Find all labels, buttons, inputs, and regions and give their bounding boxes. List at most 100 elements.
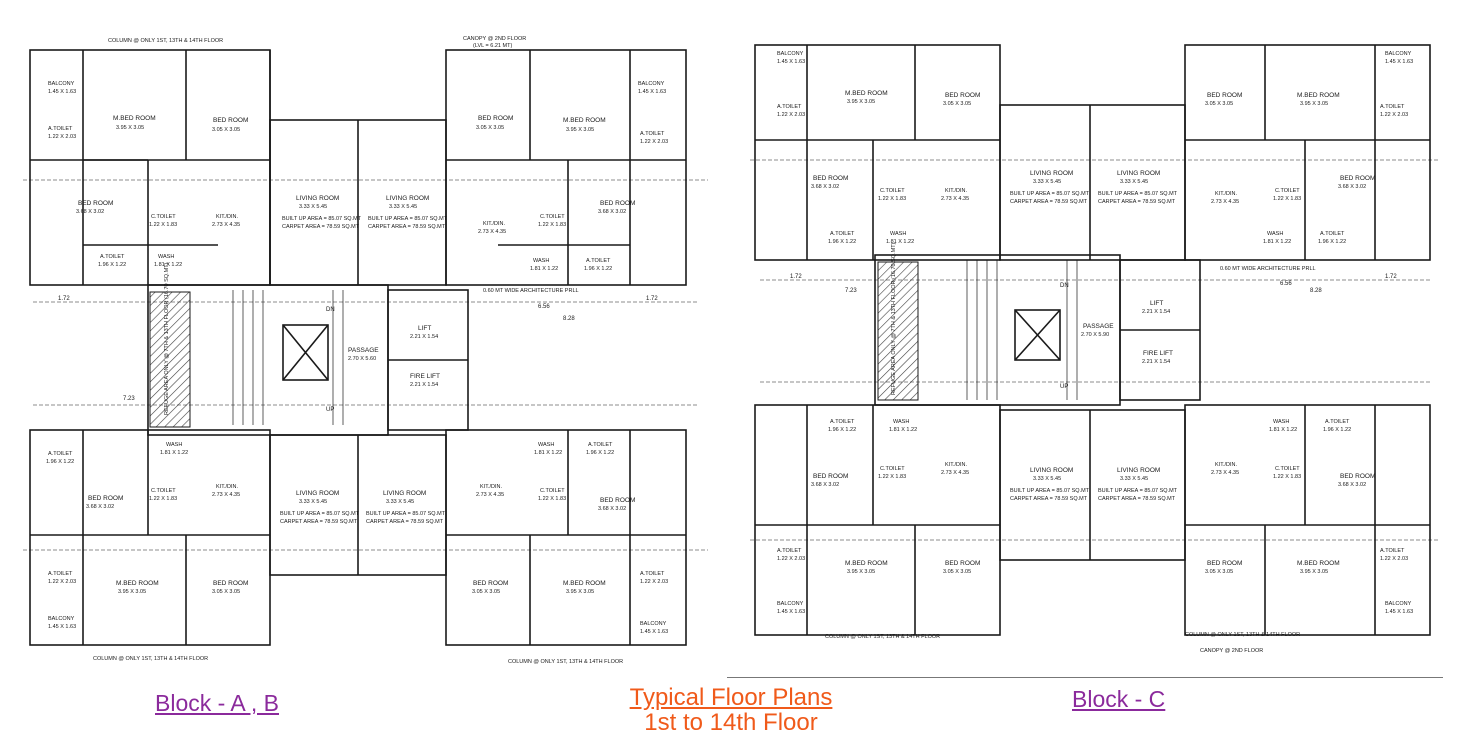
room-label: LIVING ROOM: [1030, 467, 1073, 474]
room-label: A.TOILET: [640, 131, 665, 137]
dim-172: 1.72: [790, 274, 802, 280]
room-size: 3.68 X 3.02: [86, 504, 114, 510]
floor-plan-block-c-drawing: BALCONY 1.45 X 1.63 M.BED ROOM 3.95 X 3.…: [750, 44, 1440, 654]
room-size: 1.45 X 1.63: [1385, 609, 1413, 615]
room-label: LIVING ROOM: [1117, 467, 1160, 474]
room-label: BED ROOM: [600, 497, 635, 504]
room-label: C.TOILET: [880, 188, 905, 194]
room-label: PASSAGE: [348, 347, 379, 354]
dim-172-right: 1.72: [1385, 274, 1397, 280]
room-label: M.BED ROOM: [563, 117, 606, 124]
room-label: M.BED ROOM: [116, 580, 159, 587]
room-label: LIFT: [1150, 300, 1163, 307]
dim-828: 8.28: [1310, 288, 1322, 294]
dim-656: 6.56: [538, 304, 550, 310]
canopy-note: CANOPY @ 2ND FLOOR: [463, 36, 526, 42]
room-label: LIVING ROOM: [1030, 170, 1073, 177]
room-size: 1.22 X 2.03: [48, 134, 76, 140]
room-size: 1.22 X 2.03: [777, 112, 805, 118]
room-size: 3.33 X 5.45: [1033, 476, 1061, 482]
room-label: C.TOILET: [151, 214, 176, 220]
room-size: 1.45 X 1.63: [640, 629, 668, 635]
room-size: 1.22 X 1.83: [878, 474, 906, 480]
room-size: 3.05 X 3.05: [212, 589, 240, 595]
room-label: WASH: [890, 231, 906, 237]
room-label: A.TOILET: [588, 442, 613, 448]
room-label: A.TOILET: [48, 451, 73, 457]
room-size: 1.22 X 1.83: [1273, 474, 1301, 480]
room-size: 1.22 X 2.03: [1380, 556, 1408, 562]
block-ab-link[interactable]: Block - A , B: [155, 690, 279, 716]
room-label: M.BED ROOM: [1297, 560, 1340, 567]
room-size: 1.81 X 1.22: [889, 427, 917, 433]
room-label: KIT./DIN.: [480, 484, 502, 490]
room-size: 3.05 X 3.05: [943, 101, 971, 107]
dim-172-right: 1.72: [646, 296, 658, 302]
room-label: WASH: [538, 442, 554, 448]
room-size: 2.21 X 1.54: [1142, 309, 1170, 315]
room-size: 1.22 X 2.03: [1380, 112, 1408, 118]
area-builtup: BUILT UP AREA = 85.07 SQ.MT: [1098, 488, 1178, 494]
room-label: WASH: [1273, 419, 1289, 425]
room-size: 1.22 X 2.03: [777, 556, 805, 562]
prll-note: 0.60 MT WIDE ARCHITECTURE PRLL: [1220, 266, 1316, 272]
room-label: BALCONY: [777, 51, 804, 57]
room-label: WASH: [158, 254, 174, 260]
area-builtup: BUILT UP AREA = 85.07 SQ.MT: [280, 511, 360, 517]
room-label: KIT./DIN.: [216, 214, 238, 220]
divider-line: [727, 677, 1443, 678]
room-label: M.BED ROOM: [845, 560, 888, 567]
room-label: BED ROOM: [88, 495, 123, 502]
room-size: 1.22 X 2.03: [640, 579, 668, 585]
room-size: 1.81 X 1.22: [530, 266, 558, 272]
room-size: 3.68 X 3.02: [598, 209, 626, 215]
room-size: 1.96 X 1.22: [1318, 239, 1346, 245]
room-label: BED ROOM: [1340, 175, 1375, 182]
room-size: 2.73 X 4.35: [476, 492, 504, 498]
room-label: M.BED ROOM: [845, 90, 888, 97]
room-label: C.TOILET: [880, 466, 905, 472]
room-label: BALCONY: [48, 616, 75, 622]
room-label: BED ROOM: [473, 580, 508, 587]
room-label: BED ROOM: [78, 200, 113, 207]
room-label: A.TOILET: [48, 126, 73, 132]
room-label: A.TOILET: [830, 419, 855, 425]
room-label: WASH: [1267, 231, 1283, 237]
room-size: 2.70 X 5.60: [348, 356, 376, 362]
room-size: 2.21 X 1.54: [410, 334, 438, 340]
room-label: PASSAGE: [1083, 323, 1114, 330]
room-label: BED ROOM: [478, 115, 513, 122]
floor-plan-block-c: BALCONY 1.45 X 1.63 M.BED ROOM 3.95 X 3.…: [745, 30, 1445, 670]
prll-note: 0.60 MT WIDE ARCHITECTURE PRLL: [483, 288, 579, 294]
area-builtup: BUILT UP AREA = 85.07 SQ.MT: [282, 216, 362, 222]
room-size: 3.33 X 5.45: [299, 499, 327, 505]
room-label: BED ROOM: [213, 117, 248, 124]
room-size: 3.68 X 3.02: [598, 506, 626, 512]
room-size: 1.22 X 2.03: [640, 139, 668, 145]
room-label: BED ROOM: [1207, 92, 1242, 99]
room-size: 3.68 X 3.02: [811, 482, 839, 488]
room-size: 2.73 X 4.35: [941, 470, 969, 476]
room-size: 1.45 X 1.63: [48, 89, 76, 95]
block-c-link[interactable]: Block - C: [1072, 686, 1166, 712]
room-label: FIRE LIFT: [410, 373, 440, 380]
room-label: BALCONY: [777, 601, 804, 607]
room-label: WASH: [166, 442, 182, 448]
room-size: 3.05 X 3.05: [943, 569, 971, 575]
column-note: COLUMN @ ONLY 1ST, 13TH & 14TH FLOOR: [1185, 632, 1300, 638]
room-size: 3.95 X 3.05: [847, 99, 875, 105]
room-size: 3.05 X 3.05: [472, 589, 500, 595]
room-size: 1.81 X 1.22: [534, 450, 562, 456]
plans-title-main[interactable]: Typical Floor Plans: [629, 684, 833, 711]
room-size: 3.05 X 3.05: [476, 125, 504, 131]
room-size: 3.33 X 5.45: [1033, 179, 1061, 185]
area-carpet: CARPET AREA = 78.59 SQ.MT: [1098, 199, 1176, 205]
room-size: 1.22 X 2.03: [48, 579, 76, 585]
room-size: 3.33 X 5.45: [1120, 476, 1148, 482]
area-carpet: CARPET AREA = 78.59 SQ.MT: [282, 224, 360, 230]
room-size: 1.81 X 1.22: [160, 450, 188, 456]
room-size: 3.95 X 3.05: [847, 569, 875, 575]
room-label: M.BED ROOM: [1297, 92, 1340, 99]
room-label: WASH: [893, 419, 909, 425]
room-label: A.TOILET: [777, 104, 802, 110]
